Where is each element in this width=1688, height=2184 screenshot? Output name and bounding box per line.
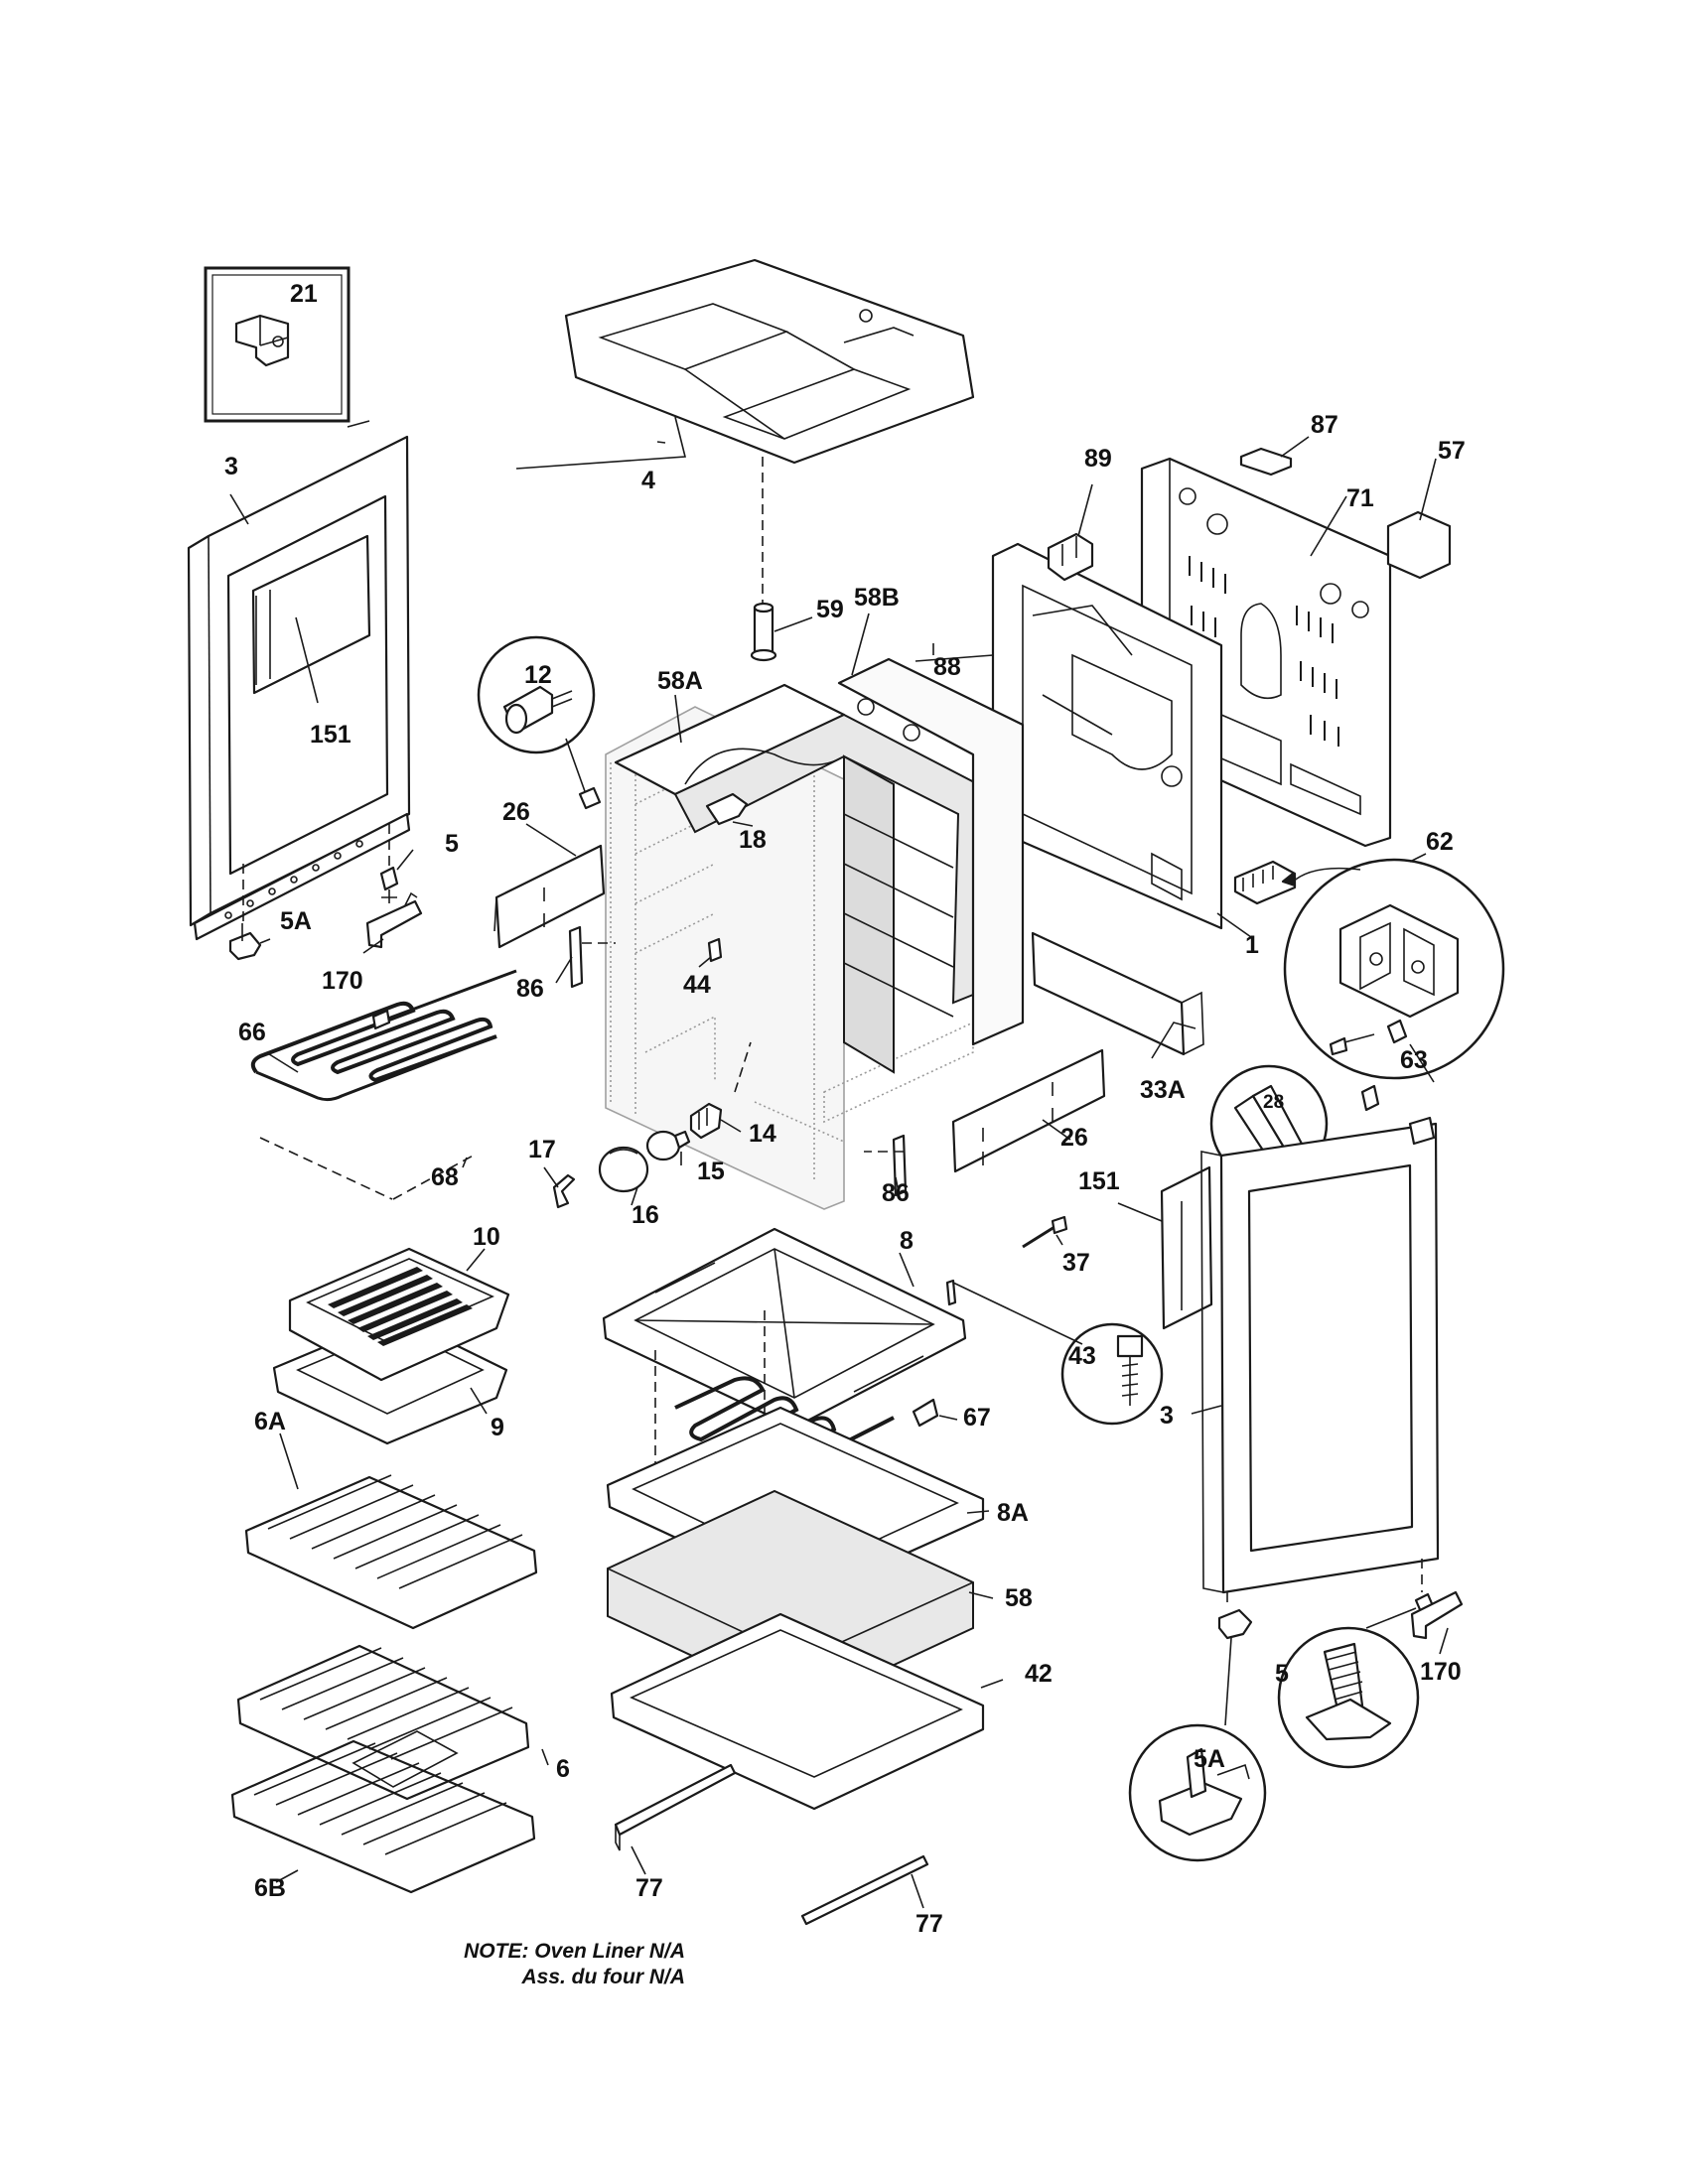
callout-5-left: 5 [445,830,459,858]
bracket-part-89 [1047,532,1094,582]
callout-151-right: 151 [1078,1167,1120,1195]
callout-6b: 6B [254,1874,286,1902]
bottom-frame-part-42 [610,1612,985,1811]
left-door-part-3 [187,435,411,941]
callout-89: 89 [1084,445,1112,473]
insulation-part-58b [837,657,1025,1046]
callout-1: 1 [1245,931,1259,959]
note-line-2: Ass. du four N/A [520,1966,685,1988]
terminal-block-zoom-part-62 [1283,858,1505,1080]
drawer-slide-right-part-77 [800,1854,929,1926]
callout-33a: 33A [1140,1076,1186,1104]
callout-58a: 58A [657,667,703,695]
callout-44: 44 [683,971,711,999]
callout-170-right: 170 [1420,1658,1462,1686]
part-57 [1386,510,1452,580]
callout-170-left: 170 [322,967,363,995]
side-rail-left-part-26 [493,844,606,949]
broil-element-part-66 [250,969,517,1102]
callout-26-left: 26 [502,798,530,826]
callout-12: 12 [524,661,552,689]
callout-68: 68 [431,1163,459,1191]
leg-zoom-part-5a [1128,1723,1267,1862]
callout-8: 8 [900,1227,914,1255]
callout-21: 21 [290,280,318,308]
callout-8a: 8A [997,1499,1029,1527]
callout-88: 88 [933,653,961,681]
callout-62: 62 [1426,828,1454,856]
lamp-cover-part-16 [598,1146,649,1193]
terminal-block-small [1233,860,1297,905]
note-block: NOTE: Oven Liner N/A Ass. du four N/A [464,1940,685,1988]
callout-87: 87 [1311,411,1338,439]
callout-28: 28 [1263,1092,1284,1113]
callout-26-right: 26 [1060,1124,1088,1152]
oven-rack-part-6b [230,1730,536,1894]
callout-5a-right: 5A [1194,1745,1225,1773]
callout-labels: 21 4 3 151 5 5A 170 12 26 58A 58B 59 88 … [224,280,1466,1938]
hinge-bracket-left-part-86 [568,925,584,989]
oven-rack-part-6 [236,1644,530,1801]
callout-3-right: 3 [1160,1402,1174,1430]
callout-5a-left: 5A [280,907,312,935]
callout-66: 66 [238,1019,266,1046]
vent-part-59 [750,602,777,662]
oven-rack-part-6a [244,1474,538,1630]
callout-59: 59 [816,596,844,623]
callout-57: 57 [1438,437,1466,465]
part-21-inset [204,266,351,423]
left-bracket-part-170 [365,891,423,949]
callout-63: 63 [1400,1046,1428,1074]
callout-10: 10 [473,1223,500,1251]
callout-42: 42 [1025,1660,1053,1688]
callout-43: 43 [1068,1342,1096,1370]
callout-14: 14 [749,1120,776,1148]
sensor-part-44 [707,937,723,963]
callout-4: 4 [641,467,655,494]
right-door-part-3 [1200,1116,1440,1594]
callout-17: 17 [528,1136,556,1163]
callout-9: 9 [491,1414,504,1441]
callout-58b: 58B [854,584,900,612]
leg-zoom-part-5 [1277,1626,1420,1769]
screw-zoom-part-43 [945,1279,1164,1426]
leader-lines [229,416,1449,1909]
callout-18: 18 [739,826,767,854]
bulb-part-15 [645,1130,691,1161]
part-12-zoom [477,635,602,810]
callout-37: 37 [1062,1249,1090,1277]
callout-6a: 6A [254,1408,286,1435]
callout-67: 67 [963,1404,991,1432]
drawer-slide-left-part-77 [614,1763,737,1851]
clip-part-18 [705,792,749,826]
callout-3-left: 3 [224,453,238,480]
callout-58: 58 [1005,1584,1033,1612]
right-leg-part-5a [1217,1608,1253,1640]
bottom-panel-part-8 [602,1227,967,1430]
callout-77-left: 77 [635,1874,663,1902]
callout-77-right: 77 [915,1910,943,1938]
callout-151-left: 151 [310,721,352,749]
left-leg-part-5 [379,866,399,903]
part-87 [1239,447,1293,477]
callout-15: 15 [697,1158,725,1185]
callout-86-right: 86 [882,1179,910,1207]
broiler-grid-part-10 [288,1247,510,1382]
callout-71: 71 [1346,484,1374,512]
socket-part-14 [689,1102,723,1140]
side-rail-right-part-26 [951,1048,1106,1173]
right-bracket-part-170 [1410,1590,1464,1640]
top-panel-part-4 [564,258,975,465]
callout-5-right: 5 [1275,1660,1289,1688]
part-37 [1022,1215,1068,1249]
rail-part-33a [1031,931,1204,1056]
callout-16: 16 [632,1201,659,1229]
part-17 [552,1173,576,1209]
bracket-right-part-151 [1160,1165,1213,1330]
callout-86-left: 86 [516,975,544,1003]
callout-6: 6 [556,1755,570,1783]
note-line-1: NOTE: Oven Liner N/A [464,1940,685,1963]
left-leg-part-5a [228,923,262,961]
